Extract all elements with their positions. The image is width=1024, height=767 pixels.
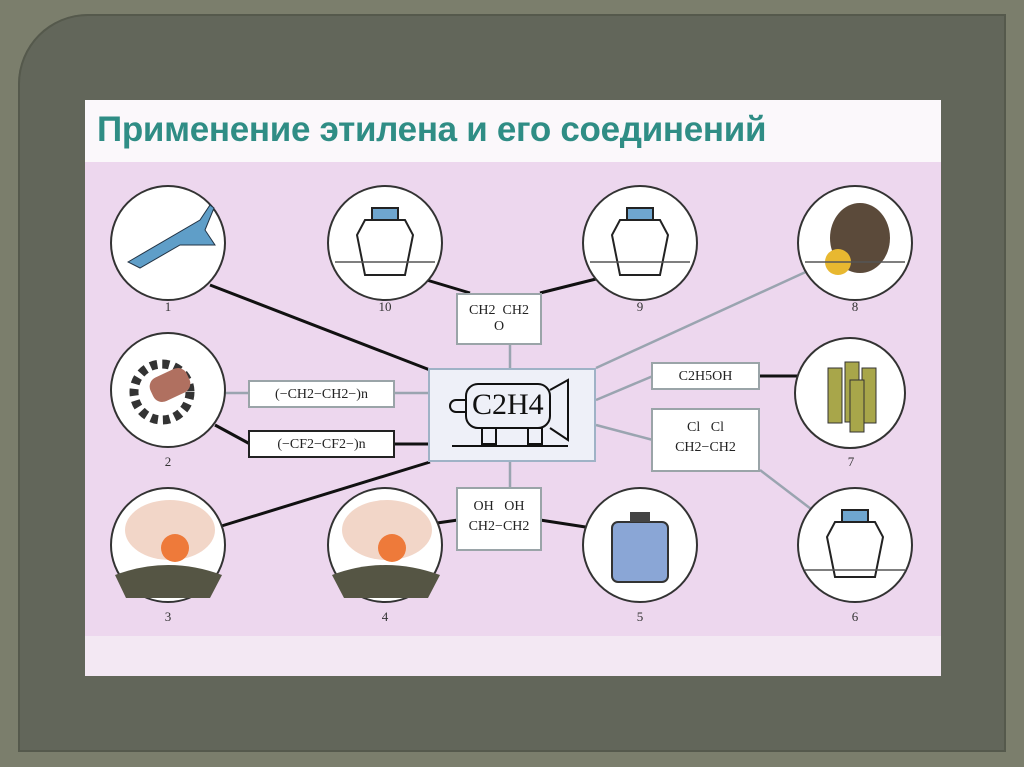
bottom-strip xyxy=(85,636,941,676)
container-icon xyxy=(611,512,669,583)
teflon-box: (−CF2−CF2−)n xyxy=(248,430,395,458)
airplane-icon xyxy=(126,204,216,269)
ethylene-tank-icon xyxy=(449,378,569,447)
ether-left: CH2 xyxy=(469,303,496,318)
slide-title: Применение этилена и его соединений xyxy=(97,110,767,149)
label-2: 2 xyxy=(164,454,172,469)
ethylene-formula: C2H4 xyxy=(472,388,544,421)
ethylene-center-box: C2H4 xyxy=(428,368,596,462)
dichloroethane-top: Cl Cl xyxy=(687,420,724,435)
label-6: 6 xyxy=(851,609,859,624)
label-8: 8 xyxy=(851,299,859,314)
ethanol-box: C2H5OH xyxy=(651,362,760,390)
ether-right: CH2 xyxy=(502,303,529,318)
label-7: 7 xyxy=(847,454,855,469)
ethylene-glycol-box: OH OH CH2−CH2 xyxy=(456,487,542,551)
label-5: 5 xyxy=(636,609,644,624)
gear-pipe-icon xyxy=(129,359,195,425)
label-1: 1 xyxy=(164,299,172,314)
explosion-icon xyxy=(115,500,440,598)
title-bar: Применение этилена и его соединений xyxy=(85,100,941,162)
label-3: 3 xyxy=(164,609,172,624)
ether-oxygen: O xyxy=(493,319,505,334)
dichloroethane-bottom: CH2−CH2 xyxy=(675,440,736,455)
ethylene-oxide-box: CH2 CH2 O xyxy=(456,293,542,345)
label-4: 4 xyxy=(381,609,389,624)
dichloroethane-box: Cl Cl CH2−CH2 xyxy=(651,408,760,472)
polyethylene-box: (−CH2−CH2−)n xyxy=(248,380,395,408)
glycol-bottom: CH2−CH2 xyxy=(468,519,530,534)
label-9: 9 xyxy=(636,299,644,314)
cylinders-icon xyxy=(827,361,877,433)
glycol-top: OH OH xyxy=(473,499,525,514)
label-10: 10 xyxy=(378,299,392,314)
